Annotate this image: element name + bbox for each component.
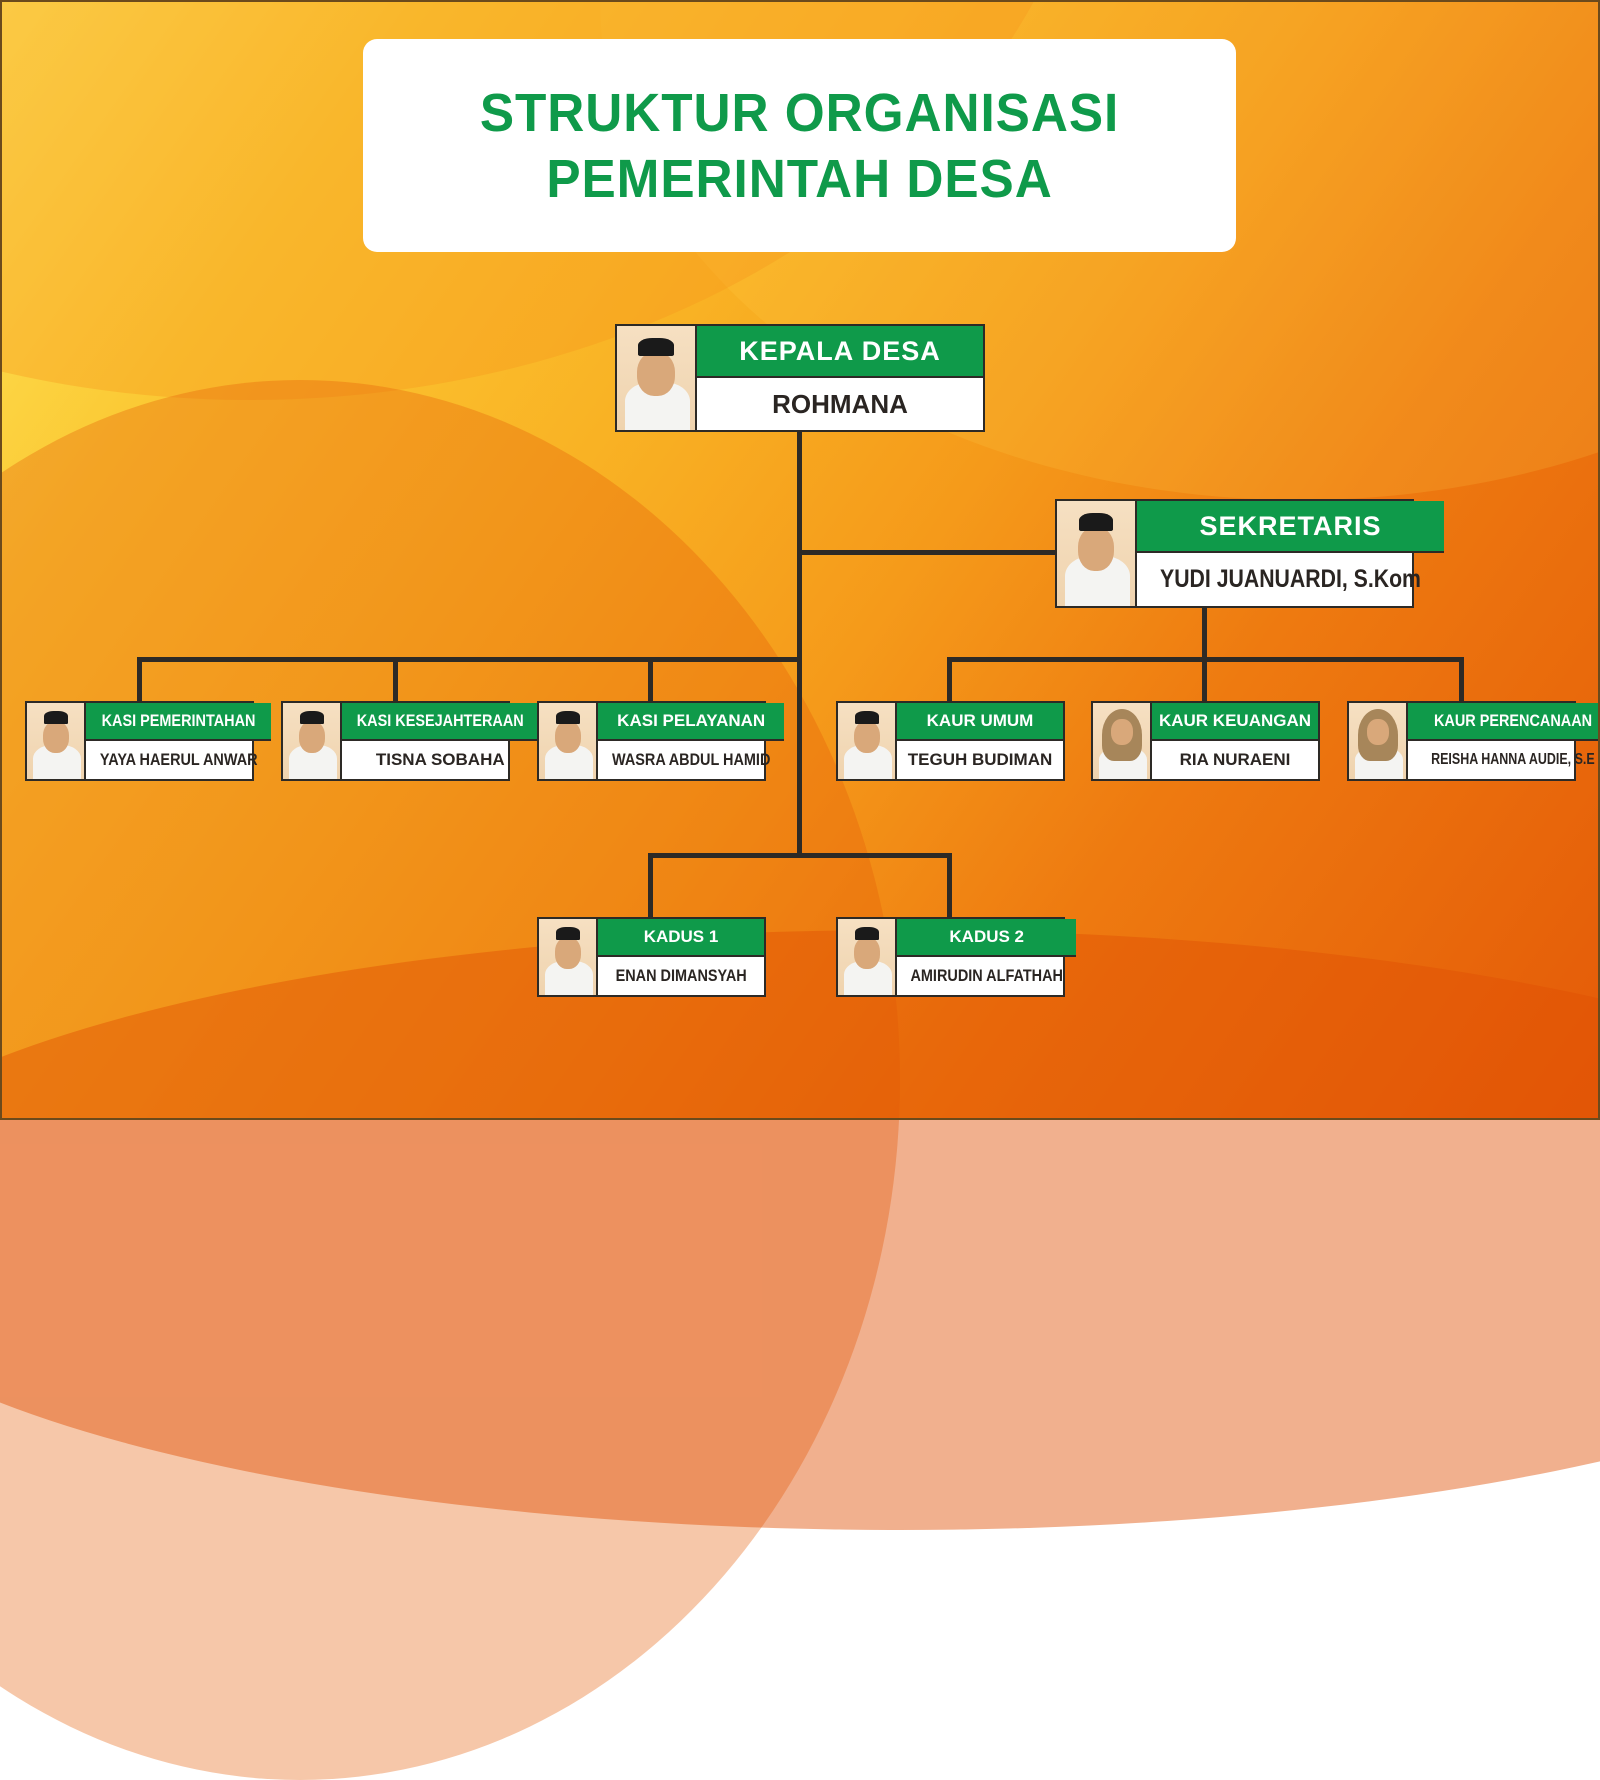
card-kasi-kesejahteraan: KASI KESEJAHTERAAN TISNA SOBAHA: [281, 701, 539, 781]
role-label: SEKRETARIS: [1137, 501, 1444, 553]
person-name: ENAN DIMANSYAH: [615, 966, 747, 985]
connector-to-secretary: [797, 550, 1057, 555]
person-name: TEGUH BUDIMAN: [907, 750, 1053, 769]
card-kepala-desa: KEPALA DESA ROHMANA: [615, 324, 985, 432]
role-label: KAUR UMUM: [897, 703, 1063, 741]
card-sekretaris: SEKRETARIS YUDI JUANUARDI, S.Kom: [1055, 499, 1444, 608]
card-kadus-2: KADUS 2 AMIRUDIN ALFATHAH: [836, 917, 1077, 997]
connector-kasi-2: [393, 657, 398, 703]
card-kaur-umum: KAUR UMUM TEGUH BUDIMAN: [836, 701, 1065, 781]
person-name: YUDI JUANUARDI, S.Kom: [1160, 565, 1421, 593]
connector-kaur-1: [947, 657, 952, 703]
connector-kadus-2: [947, 853, 952, 919]
person-name: ROHMANA: [772, 388, 908, 419]
person-name: AMIRUDIN ALFATHAH: [910, 966, 1063, 985]
portrait-photo: [1057, 501, 1137, 606]
role-label: KEPALA DESA: [697, 326, 983, 378]
portrait-photo: [617, 326, 697, 430]
portrait-photo: [283, 703, 342, 779]
card-kadus-1: KADUS 1 ENAN DIMANSYAH: [537, 917, 766, 997]
portrait-photo: [539, 703, 598, 779]
connector-kaur-3: [1459, 657, 1464, 703]
card-kaur-perencanaan: KAUR PERENCANAAN REISHA HANNA AUDIE, S.E: [1347, 701, 1600, 781]
portrait-photo: [539, 919, 598, 995]
connector-main-vertical: [797, 430, 802, 858]
card-kaur-keuangan: KAUR KEUANGAN RIA NURAENI: [1091, 701, 1320, 781]
card-kasi-pemerintahan: KASI PEMERINTAHAN YAYA HAERUL ANWAR: [25, 701, 272, 781]
connector-kaur-2: [1202, 657, 1207, 703]
background-swoosh: [0, 930, 1600, 1530]
person-name: TISNA SOBAHA: [375, 750, 505, 769]
role-label: KAUR KEUANGAN: [1152, 703, 1318, 741]
role-label: KASI PEMERINTAHAN: [86, 703, 272, 741]
portrait-photo: [27, 703, 86, 779]
role-label: KASI PELAYANAN: [598, 703, 785, 741]
portrait-photo: [838, 919, 897, 995]
title-banner: STRUKTUR ORGANISASI PEMERINTAH DESA: [363, 39, 1236, 252]
portrait-photo: [1349, 703, 1408, 779]
person-name: YAYA HAERUL ANWAR: [99, 750, 258, 769]
connector-kasi-horizontal: [137, 657, 802, 662]
role-label: KADUS 1: [598, 919, 764, 957]
connector-kadus-horizontal: [648, 853, 952, 858]
role-label: KADUS 2: [897, 919, 1077, 957]
card-kasi-pelayanan: KASI PELAYANAN WASRA ABDUL HAMID: [537, 701, 785, 781]
portrait-photo: [838, 703, 897, 779]
role-label: KASI KESEJAHTERAAN: [342, 703, 539, 741]
connector-kasi-3: [648, 657, 653, 703]
portrait-photo: [1093, 703, 1152, 779]
connector-kasi-1: [137, 657, 142, 703]
connector-kadus-1: [648, 853, 653, 919]
person-name: RIA NURAENI: [1179, 750, 1291, 769]
title-line-1: STRUKTUR ORGANISASI: [479, 82, 1120, 143]
person-name: REISHA HANNA AUDIE, S.E: [1431, 751, 1595, 768]
title-line-2: PEMERINTAH DESA: [546, 148, 1053, 209]
connector-secretary-down: [1202, 607, 1207, 661]
role-label: KAUR PERENCANAAN: [1408, 703, 1600, 741]
person-name: WASRA ABDUL HAMID: [611, 750, 771, 769]
